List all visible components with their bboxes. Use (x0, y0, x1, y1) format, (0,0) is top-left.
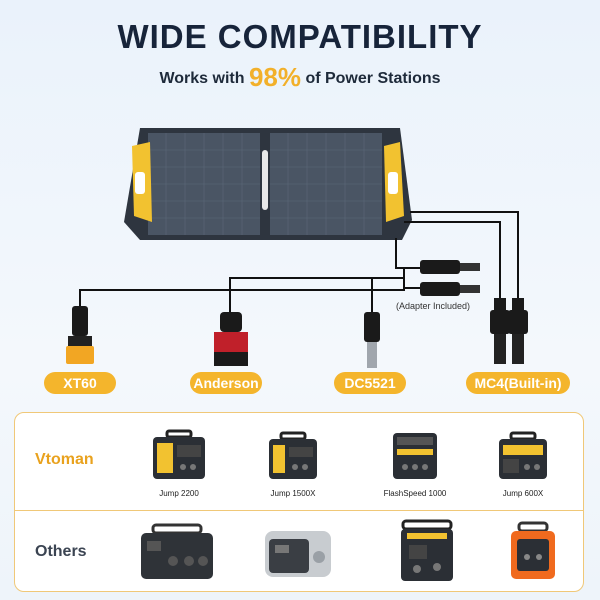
cables (79, 211, 519, 312)
product-other-2 (247, 521, 347, 586)
table-row-others: Others (15, 510, 583, 591)
row-label-vtoman: Vtoman (35, 451, 94, 468)
product-name: FlashSpeed 1000 (383, 489, 447, 498)
xt60-connector (66, 306, 94, 364)
mc4-adapter-pair (420, 260, 480, 296)
power-station-icon (141, 523, 213, 579)
connector-label-xt60: XT60 (44, 372, 116, 394)
product-other-1 (127, 521, 227, 586)
row-label-others: Others (35, 543, 87, 560)
product-other-4 (493, 521, 573, 586)
compatibility-table: Vtoman Jump 2200 Jump 1500X (14, 412, 584, 592)
product-name: Jump 600X (502, 489, 544, 498)
product-jump-600x: Jump 600X (475, 429, 571, 498)
power-station-icon (499, 431, 547, 479)
connector-label-mc4: MC4(Built-in) (466, 372, 570, 394)
subtitle-prefix: Works with (159, 70, 245, 87)
product-name: Jump 2200 (159, 489, 199, 498)
connector-label-anderson: Anderson (190, 372, 262, 394)
power-station-icon (269, 431, 317, 479)
solar-panel-diagram (66, 128, 528, 368)
power-station-icon (153, 429, 205, 479)
table-row-vtoman: Vtoman Jump 2200 Jump 1500X (15, 413, 583, 510)
product-name: Jump 1500X (270, 489, 316, 498)
product-flashspeed-1000: FlashSpeed 1000 (355, 429, 475, 498)
power-station-icon (511, 521, 555, 579)
subtitle-suffix: of Power Stations (305, 70, 441, 87)
product-other-3 (377, 519, 477, 588)
page-title: WIDE COMPATIBILITY (117, 18, 483, 55)
power-station-icon (265, 531, 331, 577)
product-jump-1500x: Jump 1500X (245, 429, 341, 498)
connector-label-dc5521: DC5521 (334, 372, 406, 394)
page-subtitle: Works with 98% of Power Stations (0, 62, 600, 93)
power-station-icon (401, 519, 453, 581)
mc4-connector (490, 298, 528, 364)
power-station-icon (393, 433, 437, 479)
subtitle-percent: 98% (248, 62, 301, 92)
anderson-connector (214, 312, 248, 366)
dc5521-connector (364, 312, 380, 368)
adapter-note: (Adapter Included) (396, 301, 471, 311)
solar-panel-illustration (124, 128, 412, 240)
product-jump-2200: Jump 2200 (131, 429, 227, 498)
